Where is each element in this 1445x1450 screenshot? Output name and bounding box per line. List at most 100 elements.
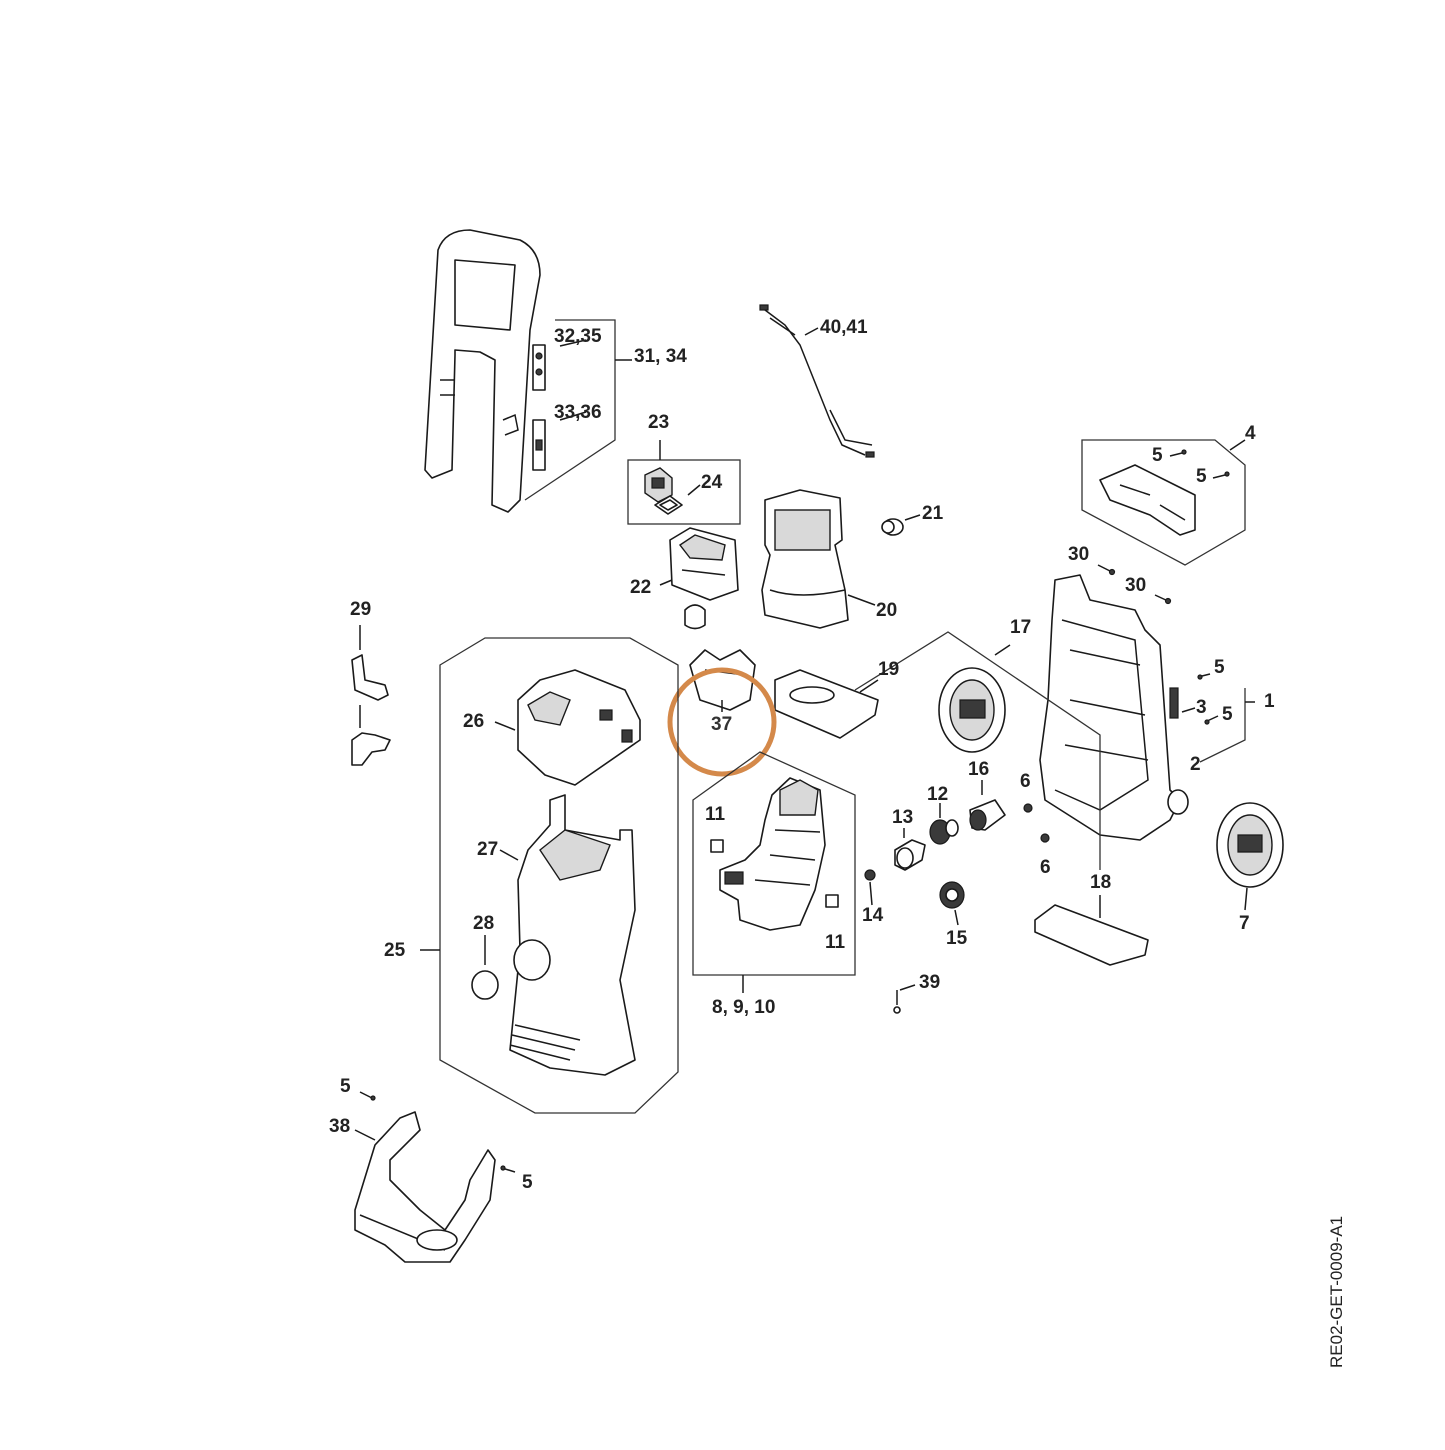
label-31-34[interactable]: 31, 34 [634, 346, 687, 367]
screw-5-a[interactable] [1169, 449, 1187, 457]
motor-housing-20[interactable] [761, 489, 849, 629]
highlight-circle-37 [667, 667, 777, 777]
label-29[interactable]: 29 [350, 599, 372, 620]
screw-6-b[interactable] [1040, 833, 1050, 843]
leader-14 [869, 881, 873, 906]
plate-19[interactable] [774, 669, 879, 739]
label-1[interactable]: 1 [1264, 691, 1275, 712]
box-8-9-10 [692, 751, 856, 976]
cube-11-a[interactable] [710, 839, 724, 853]
label-8-9-10[interactable]: 8, 9, 10 [712, 997, 776, 1018]
top-cover-26[interactable] [517, 669, 641, 786]
label-23[interactable]: 23 [648, 412, 670, 433]
leader-26 [494, 721, 516, 731]
label-32-35[interactable]: 32,35 [554, 326, 602, 347]
label-30-a[interactable]: 30 [1068, 544, 1090, 565]
leader-17 [994, 644, 1011, 656]
handle-part[interactable] [424, 229, 541, 513]
leader-27 [499, 849, 519, 861]
screw-5-b[interactable] [1212, 471, 1230, 479]
handle-decal-33-36[interactable] [532, 419, 546, 471]
screw-5-d[interactable] [1204, 715, 1219, 725]
label-5-d[interactable]: 5 [1222, 704, 1233, 725]
pin-39[interactable] [893, 990, 901, 1014]
label-16[interactable]: 16 [968, 759, 990, 780]
label-28[interactable]: 28 [473, 913, 495, 934]
label-40-41[interactable]: 40,41 [820, 317, 868, 338]
label-5-e[interactable]: 5 [340, 1076, 351, 1097]
label-4[interactable]: 4 [1245, 423, 1256, 444]
label-11-b[interactable]: 11 [825, 932, 846, 953]
front-cover-27[interactable] [509, 794, 636, 1076]
wheel-7[interactable] [1216, 802, 1284, 888]
label-2[interactable]: 2 [1190, 754, 1201, 775]
wheel-17[interactable] [938, 667, 1006, 753]
screw-5-c[interactable] [1197, 673, 1211, 680]
label-5-f[interactable]: 5 [522, 1172, 533, 1193]
leader-15 [954, 909, 959, 926]
label-5-a[interactable]: 5 [1152, 445, 1163, 466]
label-5-c[interactable]: 5 [1214, 657, 1225, 678]
leader-33-36 [559, 411, 587, 421]
label-12[interactable]: 12 [927, 784, 949, 805]
leader-38 [354, 1129, 376, 1141]
label-24[interactable]: 24 [701, 472, 723, 493]
nut-15[interactable] [939, 881, 965, 909]
pump-motor-part[interactable] [719, 777, 826, 931]
label-19[interactable]: 19 [878, 659, 900, 680]
grommet-part[interactable] [684, 604, 706, 630]
label-26[interactable]: 26 [463, 711, 485, 732]
label-11-a[interactable]: 11 [705, 804, 726, 825]
cube-11-b[interactable] [825, 894, 839, 908]
rear-frame-part-2[interactable] [1039, 574, 1189, 841]
screw-5-f[interactable] [500, 1165, 516, 1173]
label-17[interactable]: 17 [1010, 617, 1032, 638]
switch-seal-24[interactable] [654, 495, 683, 515]
leader-39 [899, 984, 916, 991]
fitting-16[interactable] [969, 799, 1006, 831]
bracket-part-4[interactable] [1099, 464, 1196, 536]
switch-part-23[interactable] [644, 467, 673, 503]
label-15[interactable]: 15 [946, 928, 968, 949]
screw-5-e[interactable] [359, 1091, 376, 1101]
screw-6-a[interactable] [1023, 803, 1033, 813]
label-33-36[interactable]: 33,36 [554, 402, 602, 423]
box-4 [1081, 439, 1246, 566]
label-38[interactable]: 38 [329, 1116, 351, 1137]
label-30-b[interactable]: 30 [1125, 575, 1147, 596]
hook-29[interactable] [351, 654, 391, 766]
label-21[interactable]: 21 [922, 503, 944, 524]
label-6-b[interactable]: 6 [1040, 857, 1051, 878]
label-37[interactable]: 37 [711, 714, 733, 735]
handle-decal-32-35[interactable] [532, 344, 546, 391]
box-25 [439, 637, 679, 1114]
label-7[interactable]: 7 [1239, 913, 1250, 934]
label-25[interactable]: 25 [384, 940, 406, 961]
base-part-38[interactable] [354, 1111, 496, 1263]
screw-30-a[interactable] [1097, 564, 1116, 576]
fitting-13[interactable] [894, 839, 926, 871]
mat-18[interactable] [1034, 904, 1149, 966]
leader-4 [1229, 439, 1246, 451]
label-6-a[interactable]: 6 [1020, 771, 1031, 792]
plug-21[interactable] [881, 518, 904, 536]
cap-28[interactable] [471, 970, 499, 1000]
label-14[interactable]: 14 [862, 905, 884, 926]
screw-30-b[interactable] [1154, 594, 1172, 605]
bracket-1 [1199, 688, 1246, 763]
label-27[interactable]: 27 [477, 839, 499, 860]
leader-40-41 [804, 327, 819, 336]
cable-harness-part[interactable] [759, 304, 875, 458]
label-20[interactable]: 20 [876, 600, 898, 621]
leader-20 [847, 594, 876, 606]
nut-14[interactable] [864, 869, 876, 881]
label-5-b[interactable]: 5 [1196, 466, 1207, 487]
label-3[interactable]: 3 [1196, 697, 1207, 718]
label-39[interactable]: 39 [919, 972, 941, 993]
fitting-12[interactable] [929, 819, 959, 845]
switch-housing-22[interactable] [669, 527, 739, 601]
label-13[interactable]: 13 [892, 807, 914, 828]
label-18[interactable]: 18 [1090, 872, 1112, 893]
label-22[interactable]: 22 [630, 577, 652, 598]
